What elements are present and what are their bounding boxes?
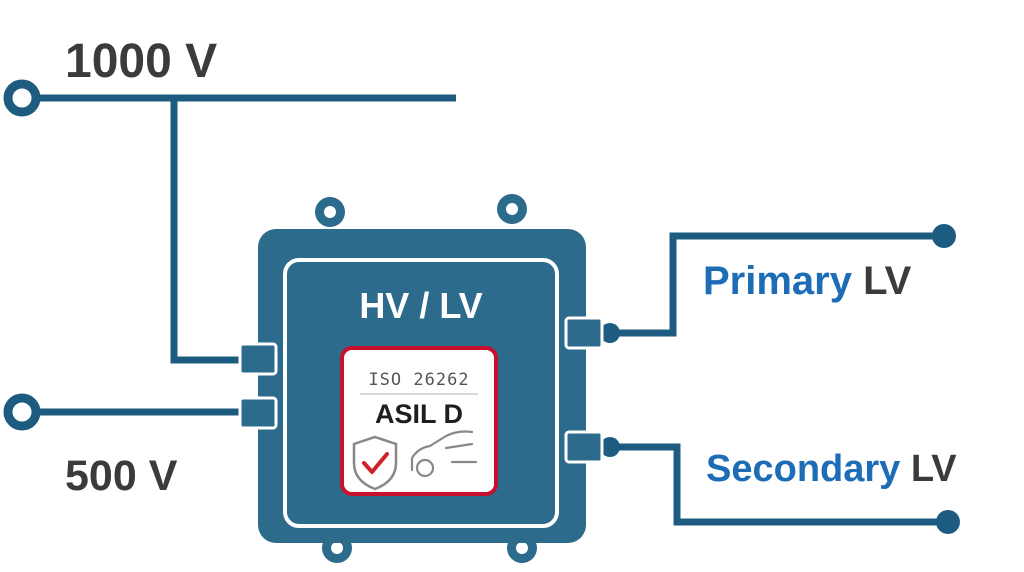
lv-connectors [564, 316, 604, 464]
secondary-lv-word: Secondary [706, 448, 900, 490]
hv-wiring [3, 79, 456, 431]
secondary-lv-terminal-icon [936, 510, 960, 534]
terminal-1000v-icon [3, 79, 41, 117]
hv-500v-label: 500 V [65, 452, 178, 500]
secondary-lv-suffix: LV [900, 448, 957, 490]
hv-1000v-drop-line [170, 98, 250, 364]
hv-lv-module: HV / LV ISO 26262 ASIL D [238, 194, 604, 563]
primary-lv-suffix: LV [852, 259, 912, 303]
hv-connector-1000v [238, 342, 278, 376]
secondary-lv-line [610, 443, 948, 526]
primary-lv-label: Primary LV [703, 259, 912, 303]
module-inner-outline [283, 258, 559, 528]
shield-check-icon [352, 435, 398, 491]
secondary-lv-junction-icon [600, 437, 620, 457]
hv-connector-500v [238, 396, 278, 430]
certification-badge: ISO 26262 ASIL D [340, 346, 498, 496]
module-title: HV / LV [359, 285, 482, 326]
primary-lv-junction-icon [600, 323, 620, 343]
hv-connectors [238, 342, 278, 430]
lv-wiring [600, 224, 960, 534]
terminal-500v-icon [3, 393, 41, 431]
primary-lv-word: Primary [703, 259, 853, 303]
primary-lv-terminal-icon [932, 224, 956, 248]
asil-rating-label: ASIL D [375, 399, 463, 429]
hv-1000v-label: 1000 V [65, 35, 217, 88]
iso-standard-label: ISO 26262 [368, 370, 469, 390]
primary-lv-line [610, 232, 944, 337]
secondary-lv-label: Secondary LV [706, 448, 957, 490]
lv-connector-secondary [564, 430, 604, 464]
car-icon [410, 430, 478, 478]
lv-connector-primary [564, 316, 604, 350]
